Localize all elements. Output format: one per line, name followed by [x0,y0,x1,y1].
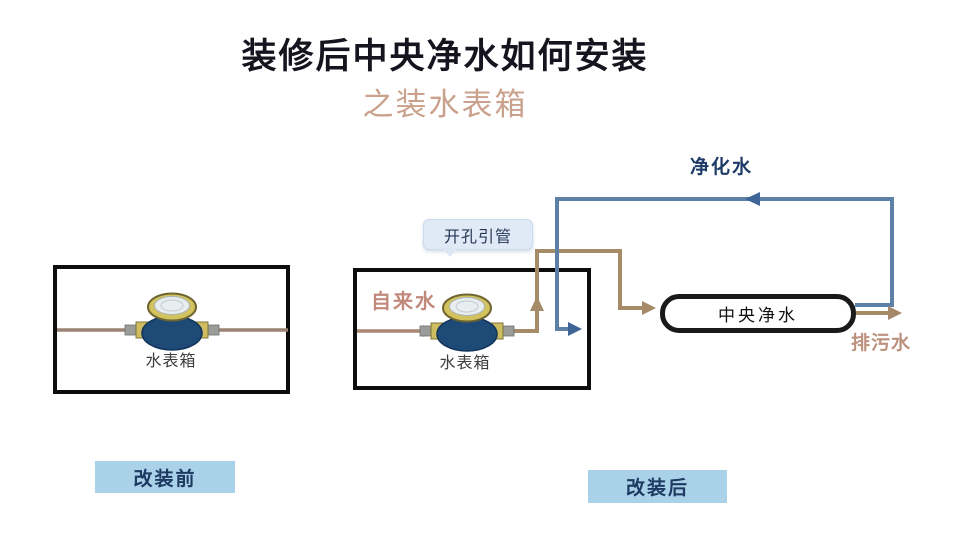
tap-water-label: 自来水 [371,291,437,313]
drill-hole-callout: 开孔引管 [423,219,533,257]
right-arrow-icon [568,322,582,336]
to-purifier-pipe [498,249,656,333]
drain-water-label: 排污水 [851,333,912,354]
central-purifier-box: 中央净水 [660,294,856,333]
before-caption: 改装前 [95,461,235,493]
purified-water-label: 净化水 [690,157,754,178]
page-title: 装修后中央净水如何安装 [241,37,649,76]
drain-pipe [856,306,902,320]
after-caption-label: 改装后 [625,478,689,499]
callout-tail-icon [442,248,458,257]
right-arrow-icon [888,306,902,320]
left-arrow-icon [745,192,760,206]
page-subtitle: 之装水表箱 [362,87,528,122]
after-caption: 改装后 [588,470,727,503]
up-arrow-icon [530,296,544,311]
after-meter-label: 水表箱 [439,355,491,372]
before-meter-label: 水表箱 [145,353,197,370]
right-arrow-icon [642,301,656,315]
water-meter-icon [124,292,220,351]
before-caption-label: 改装前 [133,468,197,490]
purified-water-pipe [555,192,894,336]
drill-hole-callout-label: 开孔引管 [443,228,512,246]
central-purifier-label: 中央净水 [718,306,798,325]
